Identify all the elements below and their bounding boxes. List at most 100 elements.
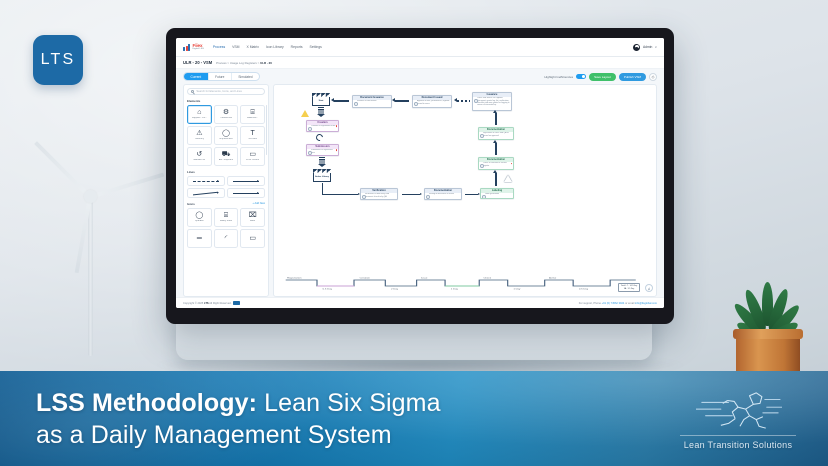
audio-note-button[interactable]: ♫ xyxy=(645,284,653,292)
monitor-bezel: Fiiex Digital LSS Process VSM X Matrix I… xyxy=(166,28,674,324)
save-layout-button[interactable]: Save Layout xyxy=(589,72,616,81)
node-title: Labeling xyxy=(481,189,513,193)
user-name-label: Admin xyxy=(642,45,653,49)
elbow-connector xyxy=(322,183,344,195)
tab-current[interactable]: Current xyxy=(184,73,209,80)
timeline-svg: Registration 0.5 Day Creation 2 Day Issu… xyxy=(285,277,636,291)
palette-item-improvement[interactable]: ◯ Improvement xyxy=(213,126,239,145)
node-body: Check and search on Logbook Document; gr… xyxy=(473,97,511,110)
palette-item-prod-control[interactable]: ▭ Prod. control xyxy=(240,147,265,166)
palette-item-ext-shipment[interactable]: ⛟ Ext. Shipment xyxy=(213,147,239,166)
node-body: Verification of data entry and document … xyxy=(361,193,397,199)
user-menu[interactable]: Admin ∨ xyxy=(633,43,657,51)
app-logo[interactable]: Fiiex Digital LSS xyxy=(183,43,204,51)
support-phone-link[interactable]: +91 (0) 74562 3924 xyxy=(601,301,625,305)
node-documentation-right-2[interactable]: Documentation Check of checklist in sect… xyxy=(478,157,514,170)
tab-future[interactable]: Future xyxy=(209,73,232,80)
app-footer: Copyright © 2025 LTS All Right Reserved.… xyxy=(176,297,664,308)
node-body: Storing of document in record xyxy=(425,193,461,199)
palette-item-inventory[interactable]: ⚠ Inventory xyxy=(187,126,212,145)
turbine-mast xyxy=(88,196,93,356)
chevron-down-icon: ∨ xyxy=(654,45,657,49)
node-start-plant[interactable]: Start xyxy=(312,93,330,106)
node-title: Creation xyxy=(307,121,338,125)
vsm-canvas[interactable]: Start Document Issuance Issuance of docu… xyxy=(273,84,657,297)
safety-stock-icon: ⌸ xyxy=(223,212,229,220)
node-submission[interactable]: Submission Submission of registration fo… xyxy=(306,144,339,156)
icon-item-card[interactable]: ▭ xyxy=(240,229,265,248)
turbine-hub xyxy=(84,190,97,203)
node-labeling[interactable]: Labeling Label generation xyxy=(480,188,514,199)
palette-label: Text Box xyxy=(248,138,258,141)
tab-simulated[interactable]: Simulated xyxy=(238,74,253,79)
workspace: Search for Elements, Icons, and Lines El… xyxy=(176,84,664,297)
node-documentation-center[interactable]: Documentation Storing of document in rec… xyxy=(424,188,462,200)
icon-label: Safety Stock xyxy=(219,220,233,223)
timeline-ladder: Registration 0.5 Day Creation 2 Day Issu… xyxy=(280,275,650,291)
sidebar-scrollbar[interactable] xyxy=(266,105,267,155)
node-creation[interactable]: Creation Creation of registration forms xyxy=(306,120,339,132)
icon-item-safety-stock[interactable]: ⌸ Safety Stock xyxy=(213,208,239,227)
line-item-push-arrow[interactable] xyxy=(187,176,225,186)
node-document-issued[interactable]: Document Issued Approval of info, perman… xyxy=(412,95,452,108)
line-item-curved-arrow[interactable] xyxy=(187,188,225,198)
nav-item-process[interactable]: Process xyxy=(212,45,226,49)
logo-wordmark: Lean Transition Solutions xyxy=(683,440,793,450)
timeline-value-0: 0.5 Day xyxy=(323,289,333,291)
line-item-info-arrow[interactable] xyxy=(227,176,265,186)
palette-item-data-box[interactable]: ⌸ Data Box... xyxy=(240,105,265,124)
node-title: Documentation xyxy=(479,128,513,132)
nav-item-reports[interactable]: Reports xyxy=(290,45,303,49)
section-header-lines: Lines xyxy=(187,170,265,174)
runner-icon xyxy=(696,392,782,429)
solid-arrow-icon xyxy=(233,180,260,182)
node-document-issuance[interactable]: Document Issuance Issuance of documents xyxy=(352,95,392,108)
node-active-library[interactable]: Active Library xyxy=(313,169,331,182)
total-lead-time: Total L.T : 14.5 Day xyxy=(620,285,638,288)
publish-vsm-button[interactable]: Publish VSM xyxy=(618,72,646,81)
copyright-text: Copyright © 2025 LTS All Right Reserved. xyxy=(183,301,241,305)
palette-item-text-box[interactable]: T Text Box xyxy=(240,126,265,145)
warning-triangle-icon[interactable] xyxy=(504,175,512,182)
icon-item-conveyor[interactable]: ═ xyxy=(187,229,212,248)
node-documentation-right-1[interactable]: Documentation Signatures of users and QA… xyxy=(478,127,514,140)
nav-item-settings[interactable]: Settings xyxy=(309,45,322,49)
node-verification[interactable]: Verification Verification of data entry … xyxy=(360,188,398,200)
highlight-inefficiencies-toggle[interactable] xyxy=(576,73,587,80)
node-title: Active Library xyxy=(315,175,329,178)
search-input[interactable]: Search for Elements, Icons, and Lines xyxy=(187,88,265,95)
node-body: Submission of registration form xyxy=(307,149,338,155)
section-title-elements: Elements xyxy=(187,98,201,103)
timeline-label-0: Registration xyxy=(287,277,302,279)
nav-item-x-matrix[interactable]: X Matrix xyxy=(246,45,259,49)
palette-label: Improvement xyxy=(219,138,233,141)
add-new-icon-link[interactable]: + Add New xyxy=(252,202,265,205)
support-email-link[interactable]: info@ltsglobal.com xyxy=(635,301,657,305)
elements-grid: ⌂ Supplier / Cu... ⚙ Process Box ⌸ Data … xyxy=(187,105,265,166)
thick-arrow-icon xyxy=(233,192,260,194)
node-title: Documentation xyxy=(479,158,513,162)
kaizen-burst-icon[interactable] xyxy=(301,110,309,117)
node-issuance[interactable]: Issuance Check and search on Logbook Doc… xyxy=(472,92,512,111)
palette-item-supplier-customer[interactable]: ⌂ Supplier / Cu... xyxy=(187,105,212,124)
banner-headline-rest: Lean Six Sigma xyxy=(257,389,441,417)
nav-item-icon-library[interactable]: Icon Library xyxy=(265,45,284,49)
node-title: Submission xyxy=(307,145,338,149)
palette-item-process-box[interactable]: ⚙ Process Box xyxy=(213,105,239,124)
bottom-banner: LSS Methodology: Lean Six Sigma as a Dai… xyxy=(0,371,828,466)
text-box-icon: T xyxy=(250,130,255,138)
line-item-material-arrow[interactable] xyxy=(227,188,265,198)
print-icon[interactable]: ⎙ xyxy=(649,72,657,81)
icon-item-operator[interactable]: ◯ Operator xyxy=(187,208,212,227)
node-title: Document Issued xyxy=(413,96,451,100)
turbine-blade xyxy=(34,141,93,200)
icon-item-block[interactable]: ⌧ Block xyxy=(240,208,265,227)
palette-item-manual-pull[interactable]: ↺ Manual Pull xyxy=(187,147,212,166)
prod-control-icon: ▭ xyxy=(249,151,256,159)
section-header-icons: Icons + Add New xyxy=(187,202,265,206)
timeline-label-2: Issue xyxy=(421,278,428,280)
nav-item-vsm[interactable]: VSM xyxy=(232,45,240,49)
copyright-pre: Copyright © 2025 xyxy=(183,302,204,305)
icon-item-arc[interactable]: ◜ xyxy=(213,229,239,248)
